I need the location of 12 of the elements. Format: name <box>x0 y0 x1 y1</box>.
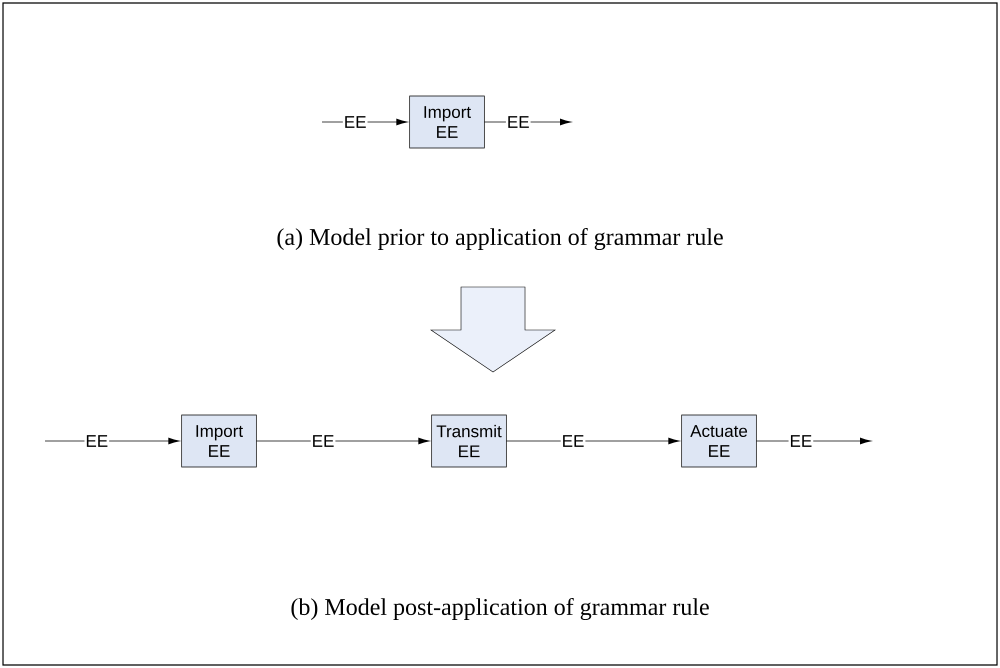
caption: (a) Model prior to application of grammar rule <box>277 228 723 250</box>
process-box: Actuate EE <box>681 414 757 468</box>
process-box: Transmit EE <box>431 414 507 468</box>
edge-label: EE <box>310 434 336 448</box>
edge-label: EE <box>506 115 531 129</box>
process-box: Import EE <box>409 96 485 148</box>
edge-label: EE <box>342 115 368 129</box>
caption: (b) Model post-application of grammar rule <box>291 598 709 620</box>
edge-label: EE <box>84 434 110 448</box>
edge-label: EE <box>788 434 814 448</box>
edge-label: EE <box>560 434 586 448</box>
process-box: Import EE <box>181 414 257 468</box>
